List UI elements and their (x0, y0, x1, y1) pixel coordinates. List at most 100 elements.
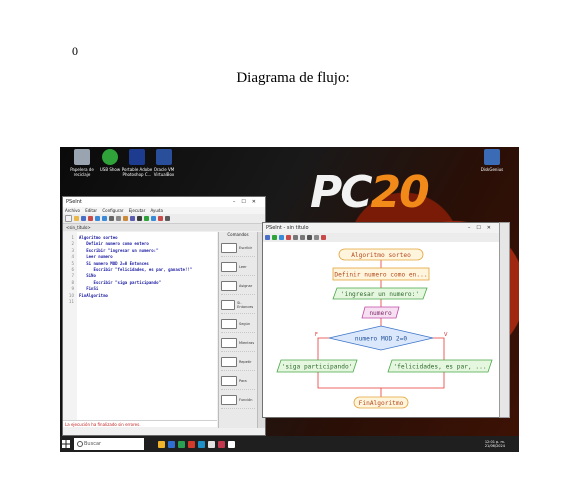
line-number: 11 (68, 299, 74, 304)
editor-toolbar (63, 214, 265, 224)
desktop-icon-diskgenius[interactable]: DiskGenius (472, 149, 512, 172)
step-run-icon[interactable] (151, 216, 156, 221)
new-file-icon[interactable] (65, 215, 72, 222)
window-controls[interactable]: –☐✕ (232, 199, 262, 205)
taskbar-app-icon[interactable] (178, 440, 185, 448)
command-label: Si-Entonces (237, 301, 254, 309)
line-number: 6 (71, 267, 74, 272)
start-label: Algoritmo sorteo (351, 252, 411, 259)
line-number: 4 (71, 254, 74, 260)
connector-false (317, 337, 329, 360)
taskbar-app-icon[interactable] (218, 440, 225, 448)
desktop-icon-virtualbox[interactable]: Oracle VM VirtualBox (144, 149, 184, 177)
zoom-out-icon[interactable] (300, 235, 305, 240)
pinned-apps (158, 440, 235, 448)
flowchart-window[interactable]: PSeInt - sin titulo –☐✕ (262, 222, 501, 418)
editor-tab[interactable]: <sin_titulo> (63, 224, 265, 231)
usb-show-icon (102, 149, 118, 165)
define-process (332, 267, 430, 281)
desktop-icon-photoshop[interactable]: Portable Adobe Photoshop C... (117, 149, 157, 177)
command-shape-icon (221, 281, 237, 291)
flow-step-icon[interactable] (279, 235, 284, 240)
editor-titlebar[interactable]: PSeInt –☐✕ (63, 197, 265, 207)
menu-configurar[interactable]: Configurar (102, 208, 124, 213)
flowchart-canvas: Algoritmo sorteo Definir numero como en.… (263, 242, 500, 417)
taskbar-search[interactable]: Buscar (74, 438, 144, 450)
command-button[interactable]: Según (221, 316, 255, 333)
command-button[interactable]: Si-Entonces (221, 297, 255, 314)
taskbar-app-icon[interactable] (168, 440, 175, 448)
code-text: SiNo (79, 273, 96, 279)
search-icon (77, 441, 83, 447)
system-clock[interactable]: 12:01 p. m. 21/06/2024 (484, 439, 505, 449)
taskbar-app-icon[interactable] (208, 440, 215, 448)
windows-icon (62, 440, 70, 448)
start-button[interactable] (60, 436, 72, 452)
code-text: Algoritmo sorteo (79, 235, 118, 240)
copy-icon[interactable] (116, 216, 121, 221)
editor-title: PSeInt (66, 199, 82, 205)
menu-editar[interactable]: Editar (85, 208, 98, 213)
command-button[interactable]: Asignar (221, 278, 255, 295)
paste-icon[interactable] (123, 216, 128, 221)
find-icon[interactable] (137, 216, 142, 221)
command-label: Escribir (239, 246, 253, 250)
menu-archivo[interactable]: Archivo (65, 208, 80, 213)
recycle-bin-icon (74, 149, 90, 165)
line-number: 1 (71, 235, 74, 240)
command-shape-icon (221, 357, 237, 367)
flowchart-titlebar[interactable]: PSeInt - sin titulo –☐✕ (263, 223, 500, 233)
taskbar-app-icon[interactable] (198, 440, 205, 448)
undo-icon[interactable] (95, 216, 100, 221)
command-button[interactable]: Función (221, 392, 255, 409)
taskbar-app-icon[interactable] (188, 440, 195, 448)
flow-tool-icon[interactable] (307, 235, 312, 240)
line-number: 5 (71, 260, 74, 266)
flow-export-icon[interactable] (286, 235, 291, 240)
cut-icon[interactable] (109, 216, 114, 221)
desktop-icon-recycle-bin[interactable]: Papelera de reciclaje (62, 149, 102, 177)
flow-close-icon[interactable] (321, 235, 326, 240)
command-shape-icon (221, 300, 236, 310)
flowchart-icon[interactable] (158, 216, 163, 221)
line-number: 3 (71, 247, 74, 253)
taskbar-app-icon[interactable] (228, 440, 235, 448)
input-parallelogram (361, 306, 400, 319)
command-button[interactable]: Repetir (221, 354, 255, 371)
code-text: Escribir "felicidades, es par, ganaste!!… (79, 267, 193, 272)
save-as-icon[interactable] (88, 216, 93, 221)
flowchart-diagram: Algoritmo sorteo Definir numero como en.… (276, 248, 493, 409)
page-number: 0 (72, 44, 78, 58)
code-text: Definir numero como entero (79, 241, 149, 247)
command-label: Repetir (239, 360, 252, 364)
false-output (276, 359, 358, 373)
flow-run-icon[interactable] (272, 235, 277, 240)
flowchart-window-controls[interactable]: –☐✕ (467, 225, 497, 231)
command-button[interactable]: Mientras (221, 335, 255, 352)
save-icon[interactable] (81, 216, 86, 221)
flowchart-side-panel[interactable] (499, 222, 510, 418)
connector-merge (317, 372, 445, 389)
command-shape-icon (221, 319, 237, 329)
command-button[interactable]: Leer (221, 259, 255, 276)
command-button[interactable]: Para (221, 373, 255, 390)
zoom-in-icon[interactable] (293, 235, 298, 240)
variables-side-tab[interactable] (257, 232, 265, 428)
taskbar-app-icon[interactable] (158, 440, 165, 448)
connector-true (433, 337, 445, 360)
flow-save-icon[interactable] (265, 235, 270, 240)
menu-ayuda[interactable]: Ayuda (150, 208, 163, 213)
help-icon[interactable] (165, 216, 170, 221)
pseint-editor-window[interactable]: PSeInt –☐✕ Archivo Editar Configurar Eje… (62, 196, 266, 436)
command-button[interactable]: Escribir (221, 240, 255, 257)
menu-ejecutar[interactable]: Ejecutar (128, 208, 146, 213)
redo-icon[interactable] (102, 216, 107, 221)
flow-edit-icon[interactable] (314, 235, 319, 240)
indent-icon[interactable] (130, 216, 135, 221)
code-text: Si numero MOD 2=0 Entonces (79, 260, 149, 266)
desktop-icon-usb-show[interactable]: USB Show (90, 149, 130, 172)
open-icon[interactable] (74, 216, 79, 221)
end-terminal (353, 396, 409, 409)
run-icon[interactable] (144, 216, 149, 221)
